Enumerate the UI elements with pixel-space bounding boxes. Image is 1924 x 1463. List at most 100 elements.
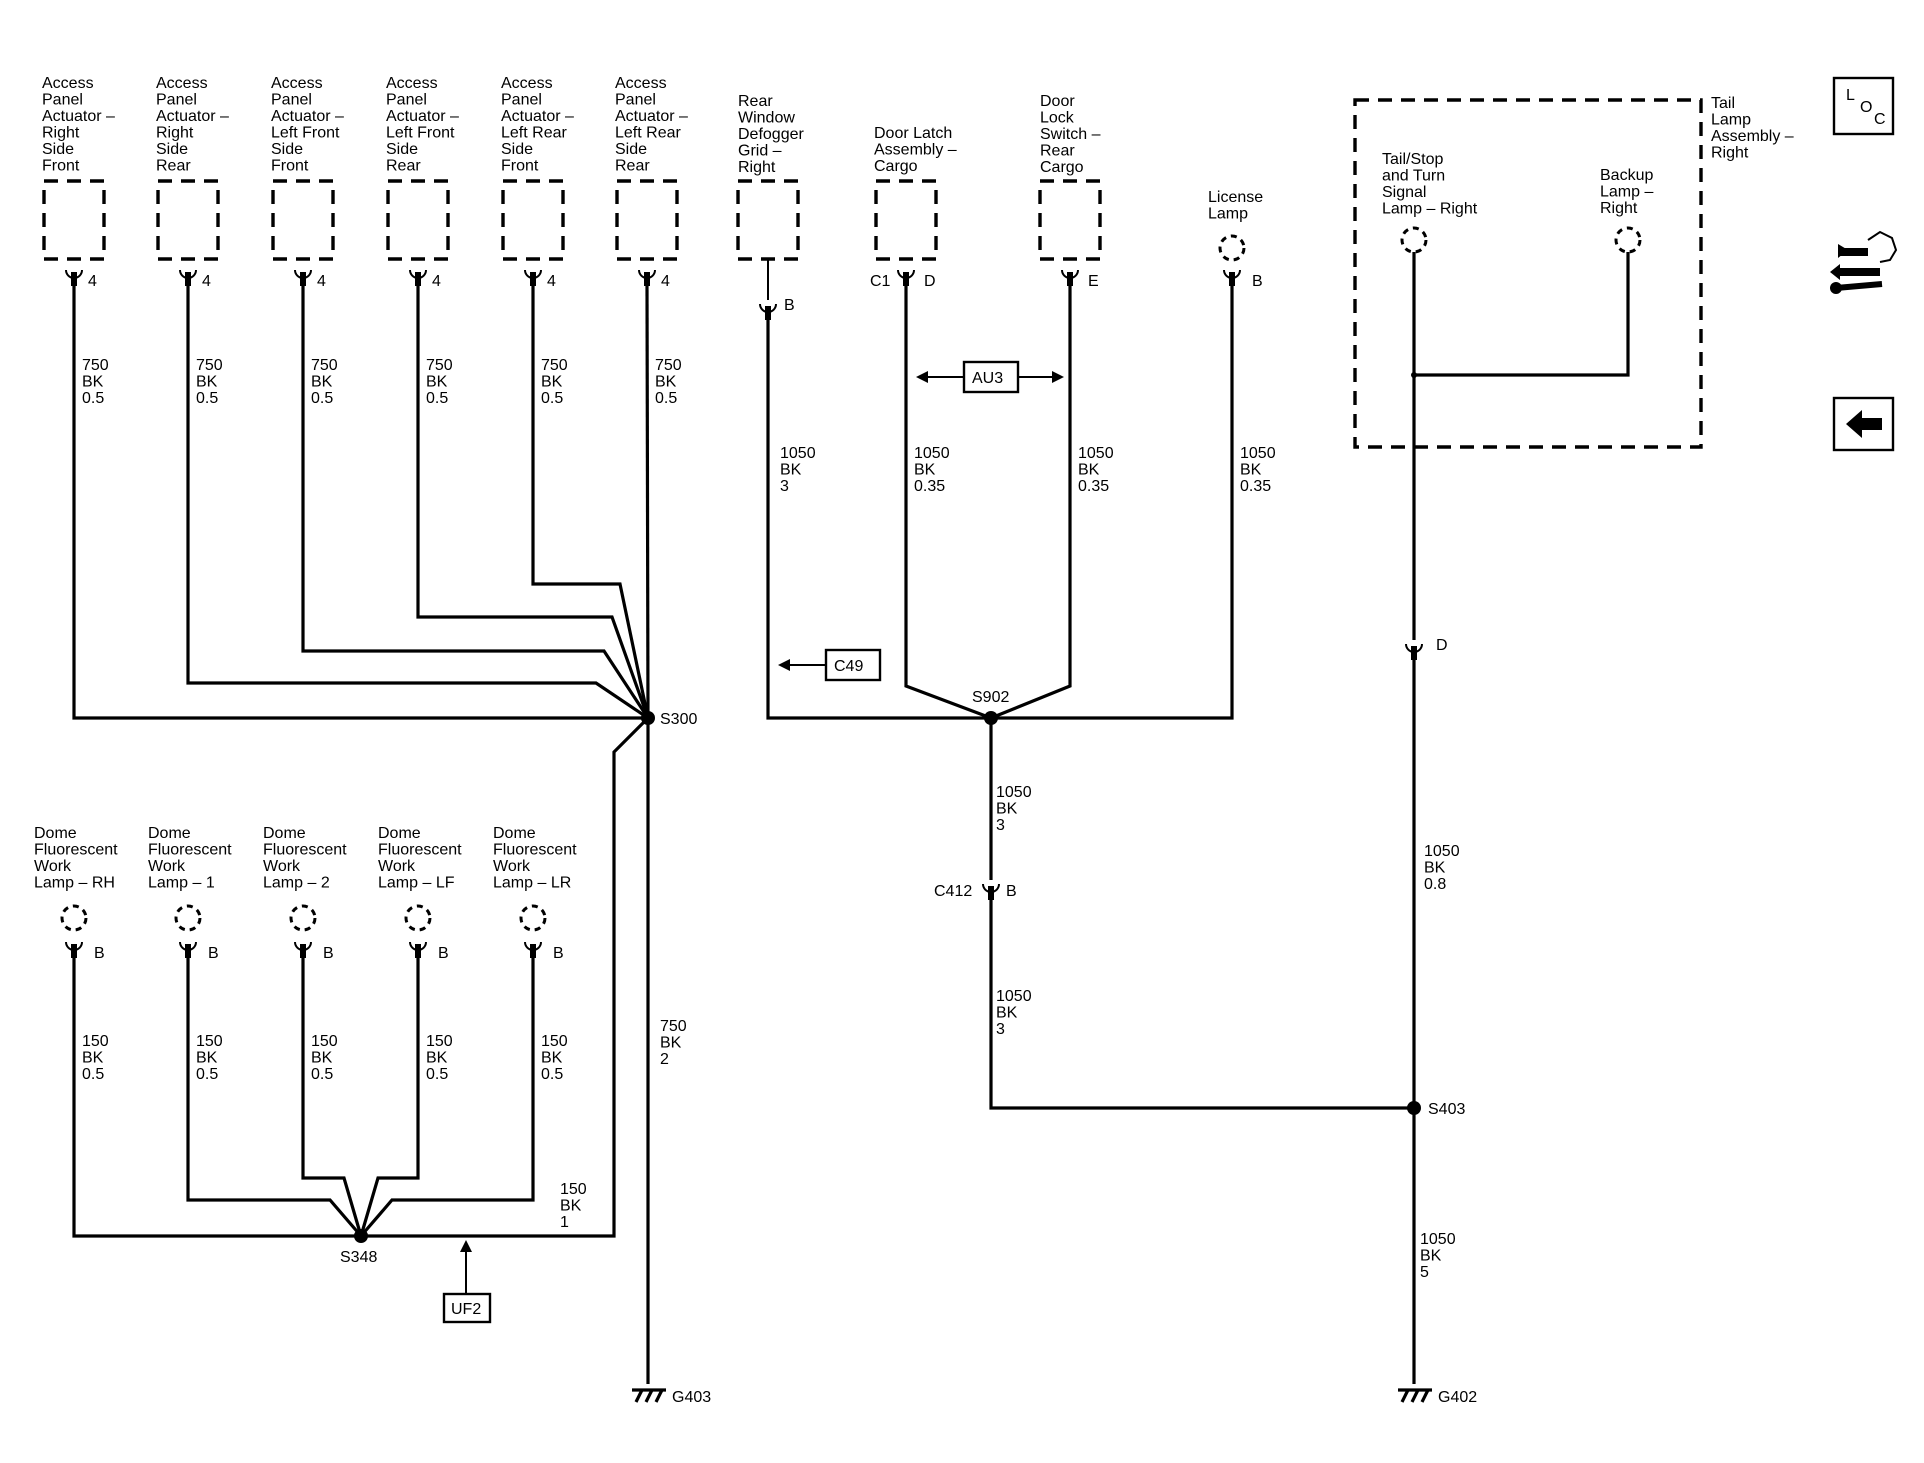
- wire-s300-g403-label-line-1: BK: [660, 1035, 682, 1052]
- ground-g402-tick-0: [1400, 1389, 1410, 1403]
- component-apa-lfs-label-line-1: Panel: [271, 92, 312, 109]
- connector-c412-label: C412: [934, 883, 972, 900]
- dome-lamp-3-wire-label-line-2: 0.5: [311, 1066, 333, 1083]
- component-apa-lfsr-wire-label-line-0: 750: [426, 357, 453, 374]
- component-apa-lrsr-wire-label-line-2: 0.5: [655, 390, 677, 407]
- door-lock-wire: [990, 286, 1072, 720]
- defogger-outline: [736, 179, 800, 261]
- dome-lamp-3-connector-pin: [300, 944, 306, 958]
- component-apa-rsr-label-line-0: Access: [156, 75, 208, 92]
- dome-lamp-2-bulb: [174, 904, 202, 932]
- component-apa-lfs-wire-label-line-1: BK: [311, 374, 333, 391]
- component-apa-lrsr-wire-label-line-1: BK: [655, 374, 677, 391]
- door-lock-wire-label-line-1: BK: [1078, 462, 1100, 479]
- door-lock-label-line-1: Lock: [1040, 110, 1075, 127]
- dome-lamp-5-label-line-0: Dome: [493, 825, 536, 842]
- license-lamp-wire-label-line-1: BK: [1240, 462, 1262, 479]
- component-apa-lrsr-label-line-0: Access: [615, 75, 667, 92]
- defogger-pin-label: B: [784, 297, 795, 314]
- component-apa-lrsr-wire-label-line-0: 750: [655, 357, 682, 374]
- component-apa-lrs-wire-label-line-0: 750: [541, 357, 568, 374]
- loc-button[interactable]: L O C: [1832, 76, 1895, 136]
- wire-s348-s300-label-line-2: 1: [560, 1214, 569, 1231]
- wire-c412-s403-label-line-2: 3: [996, 1021, 1005, 1038]
- dome-lamp-3-wire-label-line-0: 150: [311, 1033, 338, 1050]
- component-apa-lfs-label-line-2: Actuator –: [271, 108, 344, 125]
- component-apa-lfsr: [386, 179, 450, 261]
- door-latch-label-line-0: Door Latch: [874, 125, 952, 142]
- license-lamp-connector: [1223, 269, 1241, 286]
- component-apa-rsr-connector-pin: [185, 272, 191, 286]
- component-apa-lfsr-label-line-5: Rear: [386, 158, 421, 175]
- wire-s403-g402-label-line-0: 1050: [1420, 1231, 1456, 1248]
- back-arrow-icon: [1846, 410, 1882, 438]
- splice-s348: [354, 1229, 368, 1243]
- component-apa-lrsr-label-line-1: Panel: [615, 92, 656, 109]
- loc-letter-l: L: [1846, 87, 1855, 104]
- component-apa-rsf-label-line-2: Actuator –: [42, 108, 115, 125]
- dome-lamp-5-wire: [359, 958, 535, 1238]
- component-apa-lrs-connector: [524, 269, 542, 286]
- tail-lamp-pin-label: D: [1436, 637, 1448, 654]
- backup-lamp-label-line-1: Lamp –: [1600, 184, 1653, 201]
- loc-letter-o: O: [1860, 99, 1872, 116]
- ground-g403-label: G403: [672, 1389, 711, 1406]
- dome-lamp-3-connector: [294, 941, 312, 958]
- dome-lamp-1-bulb-outline: [60, 904, 88, 932]
- license-lamp-label-line-1: Lamp: [1208, 206, 1248, 223]
- dome-lamp-5-wire-label-line-1: BK: [541, 1050, 563, 1067]
- door-latch-pin-label: D: [924, 273, 936, 290]
- door-latch-connector-pin: [903, 272, 909, 286]
- component-apa-lfsr-outline: [386, 179, 450, 261]
- dome-lamp-4-wire-label-line-0: 150: [426, 1033, 453, 1050]
- defogger-connector-pin: [765, 306, 771, 320]
- dome-lamp-4-connector: [409, 941, 427, 958]
- dome-lamp-2-label-line-1: Fluorescent: [148, 842, 232, 859]
- ground-g403: [632, 1388, 666, 1403]
- dome-lamp-5-pin-label: B: [553, 945, 564, 962]
- door-latch-outline: [874, 179, 938, 261]
- component-apa-rsf-label-line-5: Front: [42, 158, 80, 175]
- door-lock: [1038, 179, 1102, 261]
- license-lamp-connector-pin: [1229, 272, 1235, 286]
- door-latch-wire: [904, 286, 992, 720]
- au3-box: [962, 360, 1020, 394]
- dome-lamp-1-label-line-2: Work: [34, 858, 72, 875]
- license-lamp-label-line-0: License: [1208, 189, 1263, 206]
- backup-lamp-label-line-0: Backup: [1600, 167, 1653, 184]
- dome-lamp-5-bulb: [519, 904, 547, 932]
- door-lock-wire-label-line-2: 0.35: [1078, 478, 1109, 495]
- uf2-label: UF2: [451, 1301, 481, 1318]
- dome-lamp-2-connector: [179, 941, 197, 958]
- tail-stop-lamp-bulb: [1400, 226, 1428, 254]
- door-latch-label-line-1: Assembly –: [874, 142, 957, 159]
- component-apa-lfs-label-line-4: Side: [271, 141, 303, 158]
- component-apa-rsf-connector-pin: [71, 272, 77, 286]
- component-apa-rsf-outline: [42, 179, 106, 261]
- component-apa-lrs-wire: [531, 286, 650, 719]
- connector-c412-pin-label: B: [1006, 883, 1017, 900]
- dome-lamp-5-connector: [524, 941, 542, 958]
- wire-s348-s300-label-line-0: 150: [560, 1181, 587, 1198]
- component-apa-rsf-pin-label: 4: [88, 273, 97, 290]
- dome-lamp-2-wire-label-line-2: 0.5: [196, 1066, 218, 1083]
- component-apa-lrsr-outline: [615, 179, 679, 261]
- dome-lamp-4-wire-label-line-2: 0.5: [426, 1066, 448, 1083]
- connector-wrench-icon[interactable]: [1830, 230, 1898, 294]
- component-apa-rsf: [42, 179, 106, 261]
- component-apa-lfsr-label-line-4: Side: [386, 141, 418, 158]
- door-latch-connector: [897, 269, 915, 286]
- ground-g403-tick-1: [644, 1389, 654, 1403]
- dome-lamp-3-bulb: [289, 904, 317, 932]
- ground-g402-tick-2: [1420, 1389, 1430, 1403]
- defogger-wire: [766, 320, 991, 720]
- door-latch-conn-label: C1: [870, 273, 891, 290]
- back-button[interactable]: [1832, 396, 1895, 452]
- component-apa-rsr-label-line-4: Side: [156, 141, 188, 158]
- component-apa-lrsr-connector: [638, 269, 656, 286]
- component-apa-rsf-label-line-0: Access: [42, 75, 94, 92]
- component-apa-lfsr-connector: [409, 269, 427, 286]
- uf2-arrow-head: [460, 1240, 472, 1252]
- component-apa-lfs-wire-label-line-0: 750: [311, 357, 338, 374]
